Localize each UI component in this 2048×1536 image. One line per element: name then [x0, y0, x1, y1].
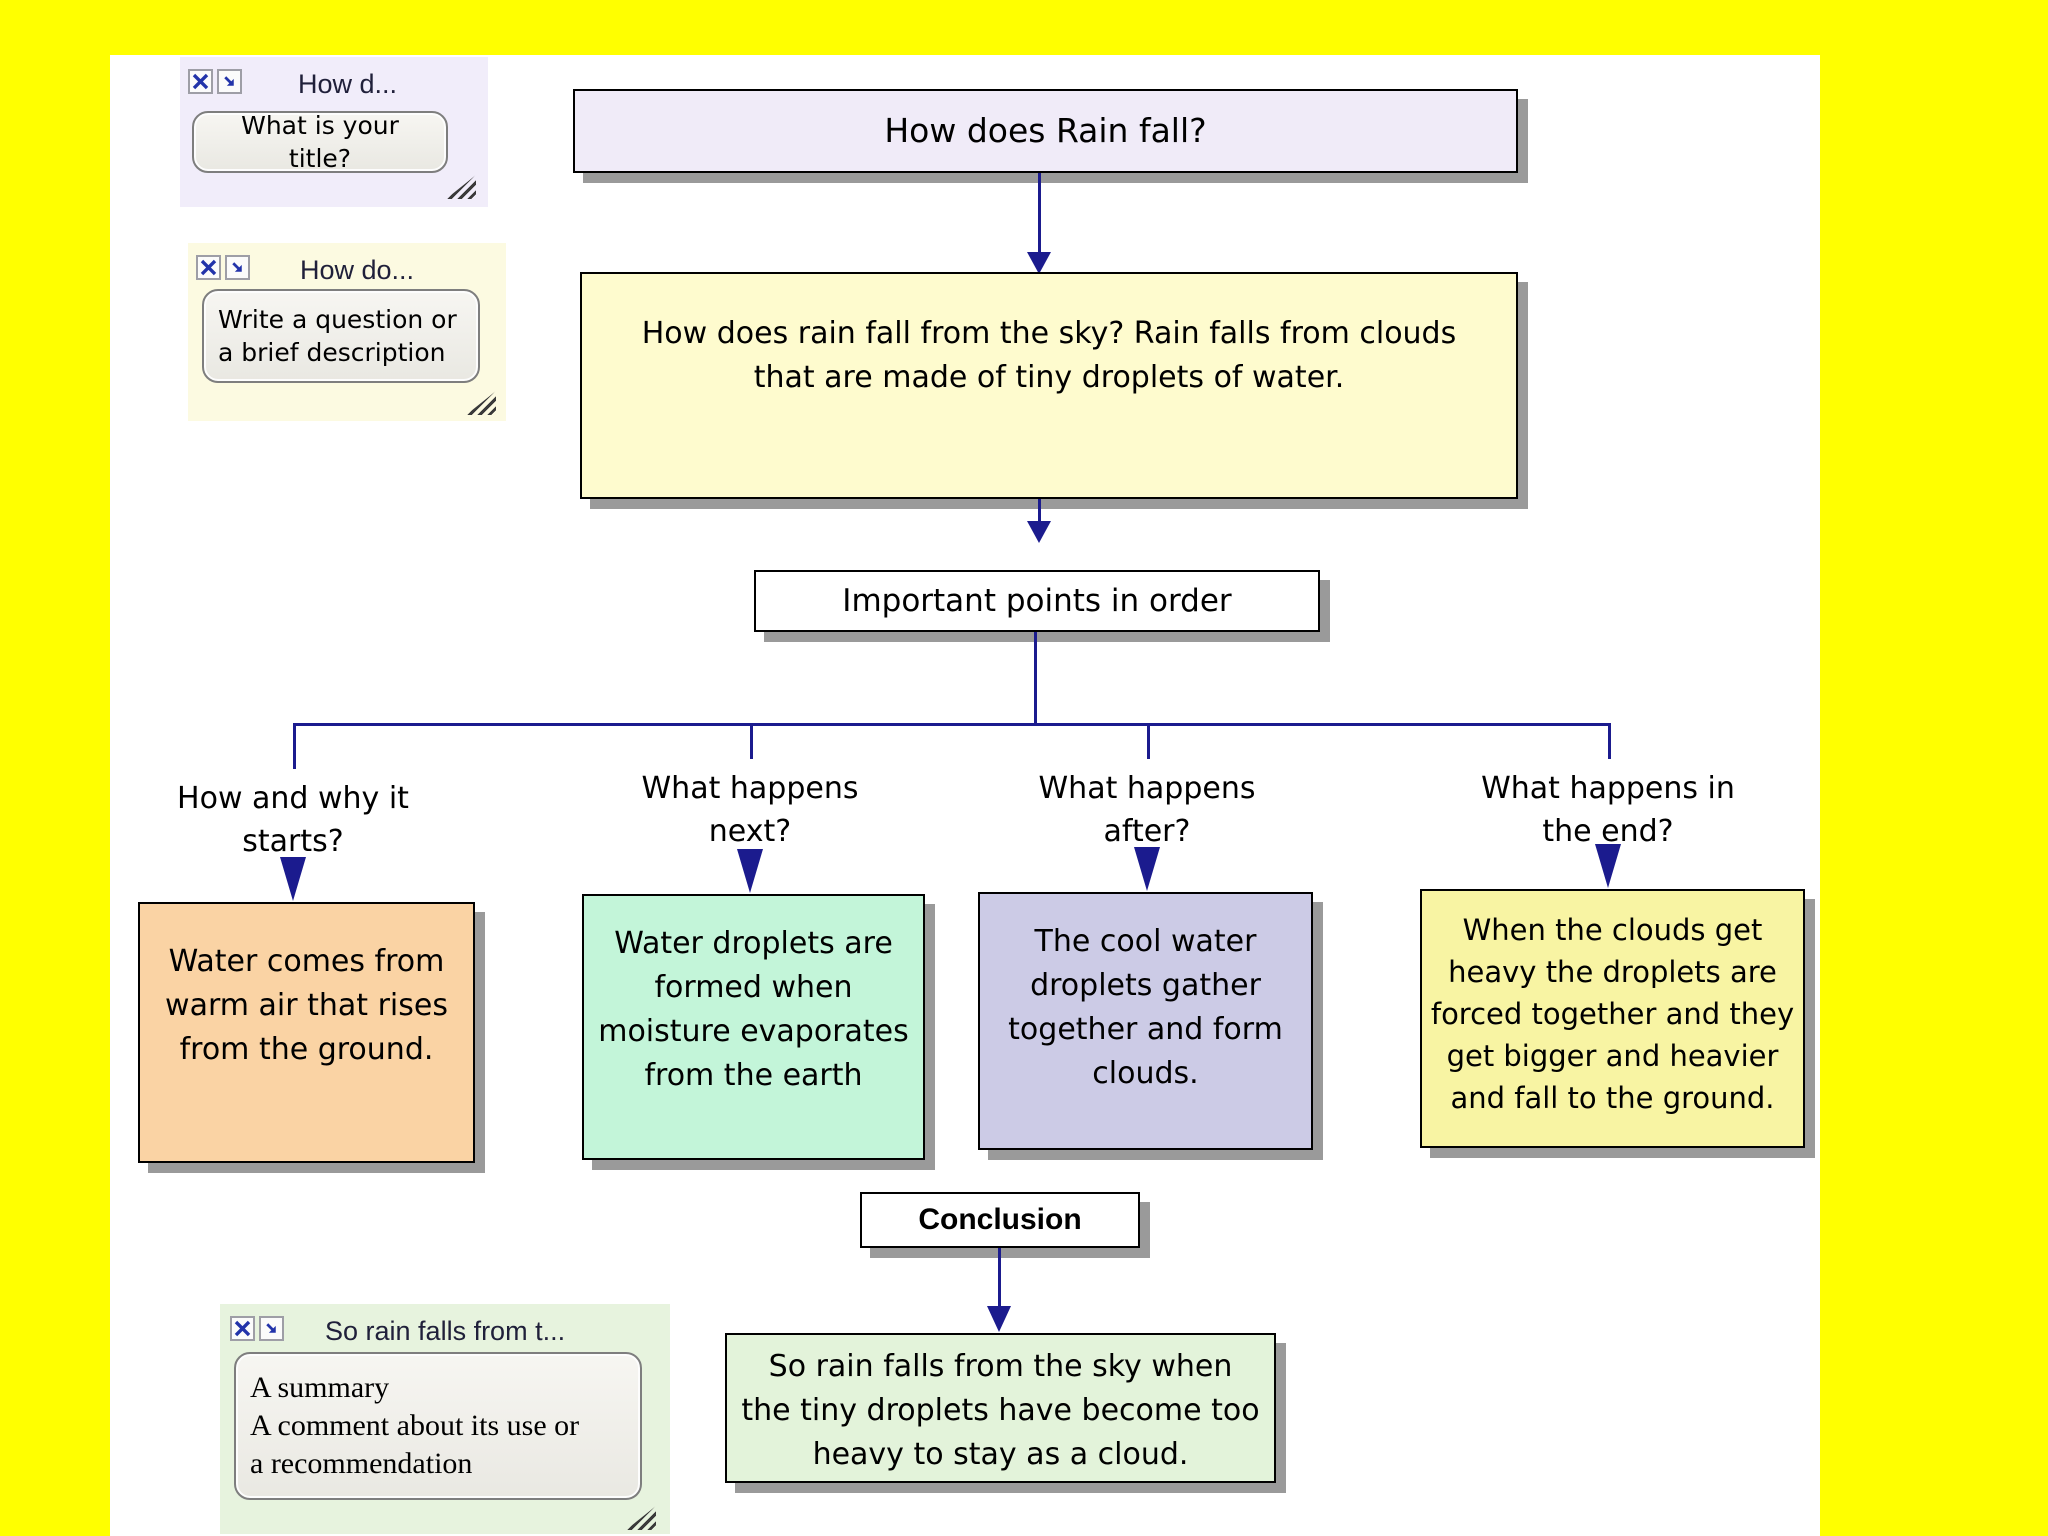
branch-node-starts[interactable]: Water comes from warm air that rises fro… [138, 902, 475, 1163]
resize-handle-icon[interactable] [626, 1506, 656, 1530]
connector-line [1034, 632, 1037, 723]
connector-line [293, 723, 296, 769]
connector-line [998, 1248, 1001, 1308]
connector-line [1147, 723, 1150, 759]
connector-line [1038, 499, 1041, 523]
branch-label[interactable]: How and why it starts? [177, 781, 409, 859]
template-window-title: How d... What is your title? [180, 57, 488, 207]
close-icon[interactable] [188, 69, 213, 94]
resize-handle-icon[interactable] [446, 175, 476, 199]
connector-line [1608, 723, 1611, 759]
summary-prompt-button[interactable]: A summary A comment about its use or a r… [234, 1352, 642, 1500]
diagram-canvas: How d... What is your title? How do... W… [110, 55, 1820, 1536]
question-node[interactable]: How does rain fall from the sky? Rain fa… [580, 272, 1518, 499]
collapse-arrow-icon[interactable] [259, 1316, 284, 1341]
question-prompt-button[interactable]: Write a question or a brief description [202, 289, 480, 383]
connector-line [293, 723, 1609, 726]
branch-node-next[interactable]: Water droplets are formed when moisture … [582, 894, 925, 1160]
branch-label[interactable]: What happens next? [641, 771, 859, 849]
branch-label[interactable]: What happens after? [1038, 771, 1256, 849]
connector-line [750, 723, 753, 759]
collapse-arrow-icon[interactable] [225, 255, 250, 280]
arrowhead-icon [1134, 847, 1160, 891]
branch-label[interactable]: What happens in the end? [1481, 771, 1735, 849]
arrowhead-icon [737, 849, 763, 893]
window-title: So rain falls from t... [325, 1316, 566, 1346]
arrowhead-icon [280, 857, 306, 901]
conclusion-node[interactable]: So rain falls from the sky when the tiny… [725, 1333, 1276, 1483]
title-node[interactable]: How does Rain fall? [573, 89, 1518, 173]
arrowhead-icon [1595, 844, 1621, 888]
template-window-question: How do... Write a question or a brief de… [188, 243, 506, 421]
arrowhead-icon [1027, 252, 1051, 274]
template-window-summary: So rain falls from t... A summary A comm… [220, 1304, 670, 1534]
important-points-node[interactable]: Important points in order [754, 570, 1320, 632]
resize-handle-icon[interactable] [466, 391, 496, 415]
window-title: How d... [298, 69, 398, 99]
arrowhead-icon [1027, 521, 1051, 543]
collapse-arrow-icon[interactable] [217, 69, 242, 94]
close-icon[interactable] [230, 1316, 255, 1341]
window-title: How do... [300, 255, 415, 285]
branch-node-after[interactable]: The cool water droplets gather together … [978, 892, 1313, 1150]
branch-node-end[interactable]: When the clouds get heavy the droplets a… [1420, 889, 1805, 1148]
close-icon[interactable] [196, 255, 221, 280]
title-prompt-button[interactable]: What is your title? [192, 111, 448, 173]
conclusion-label-node[interactable]: Conclusion [860, 1192, 1140, 1248]
arrowhead-icon [987, 1306, 1011, 1332]
connector-line [1038, 173, 1041, 255]
